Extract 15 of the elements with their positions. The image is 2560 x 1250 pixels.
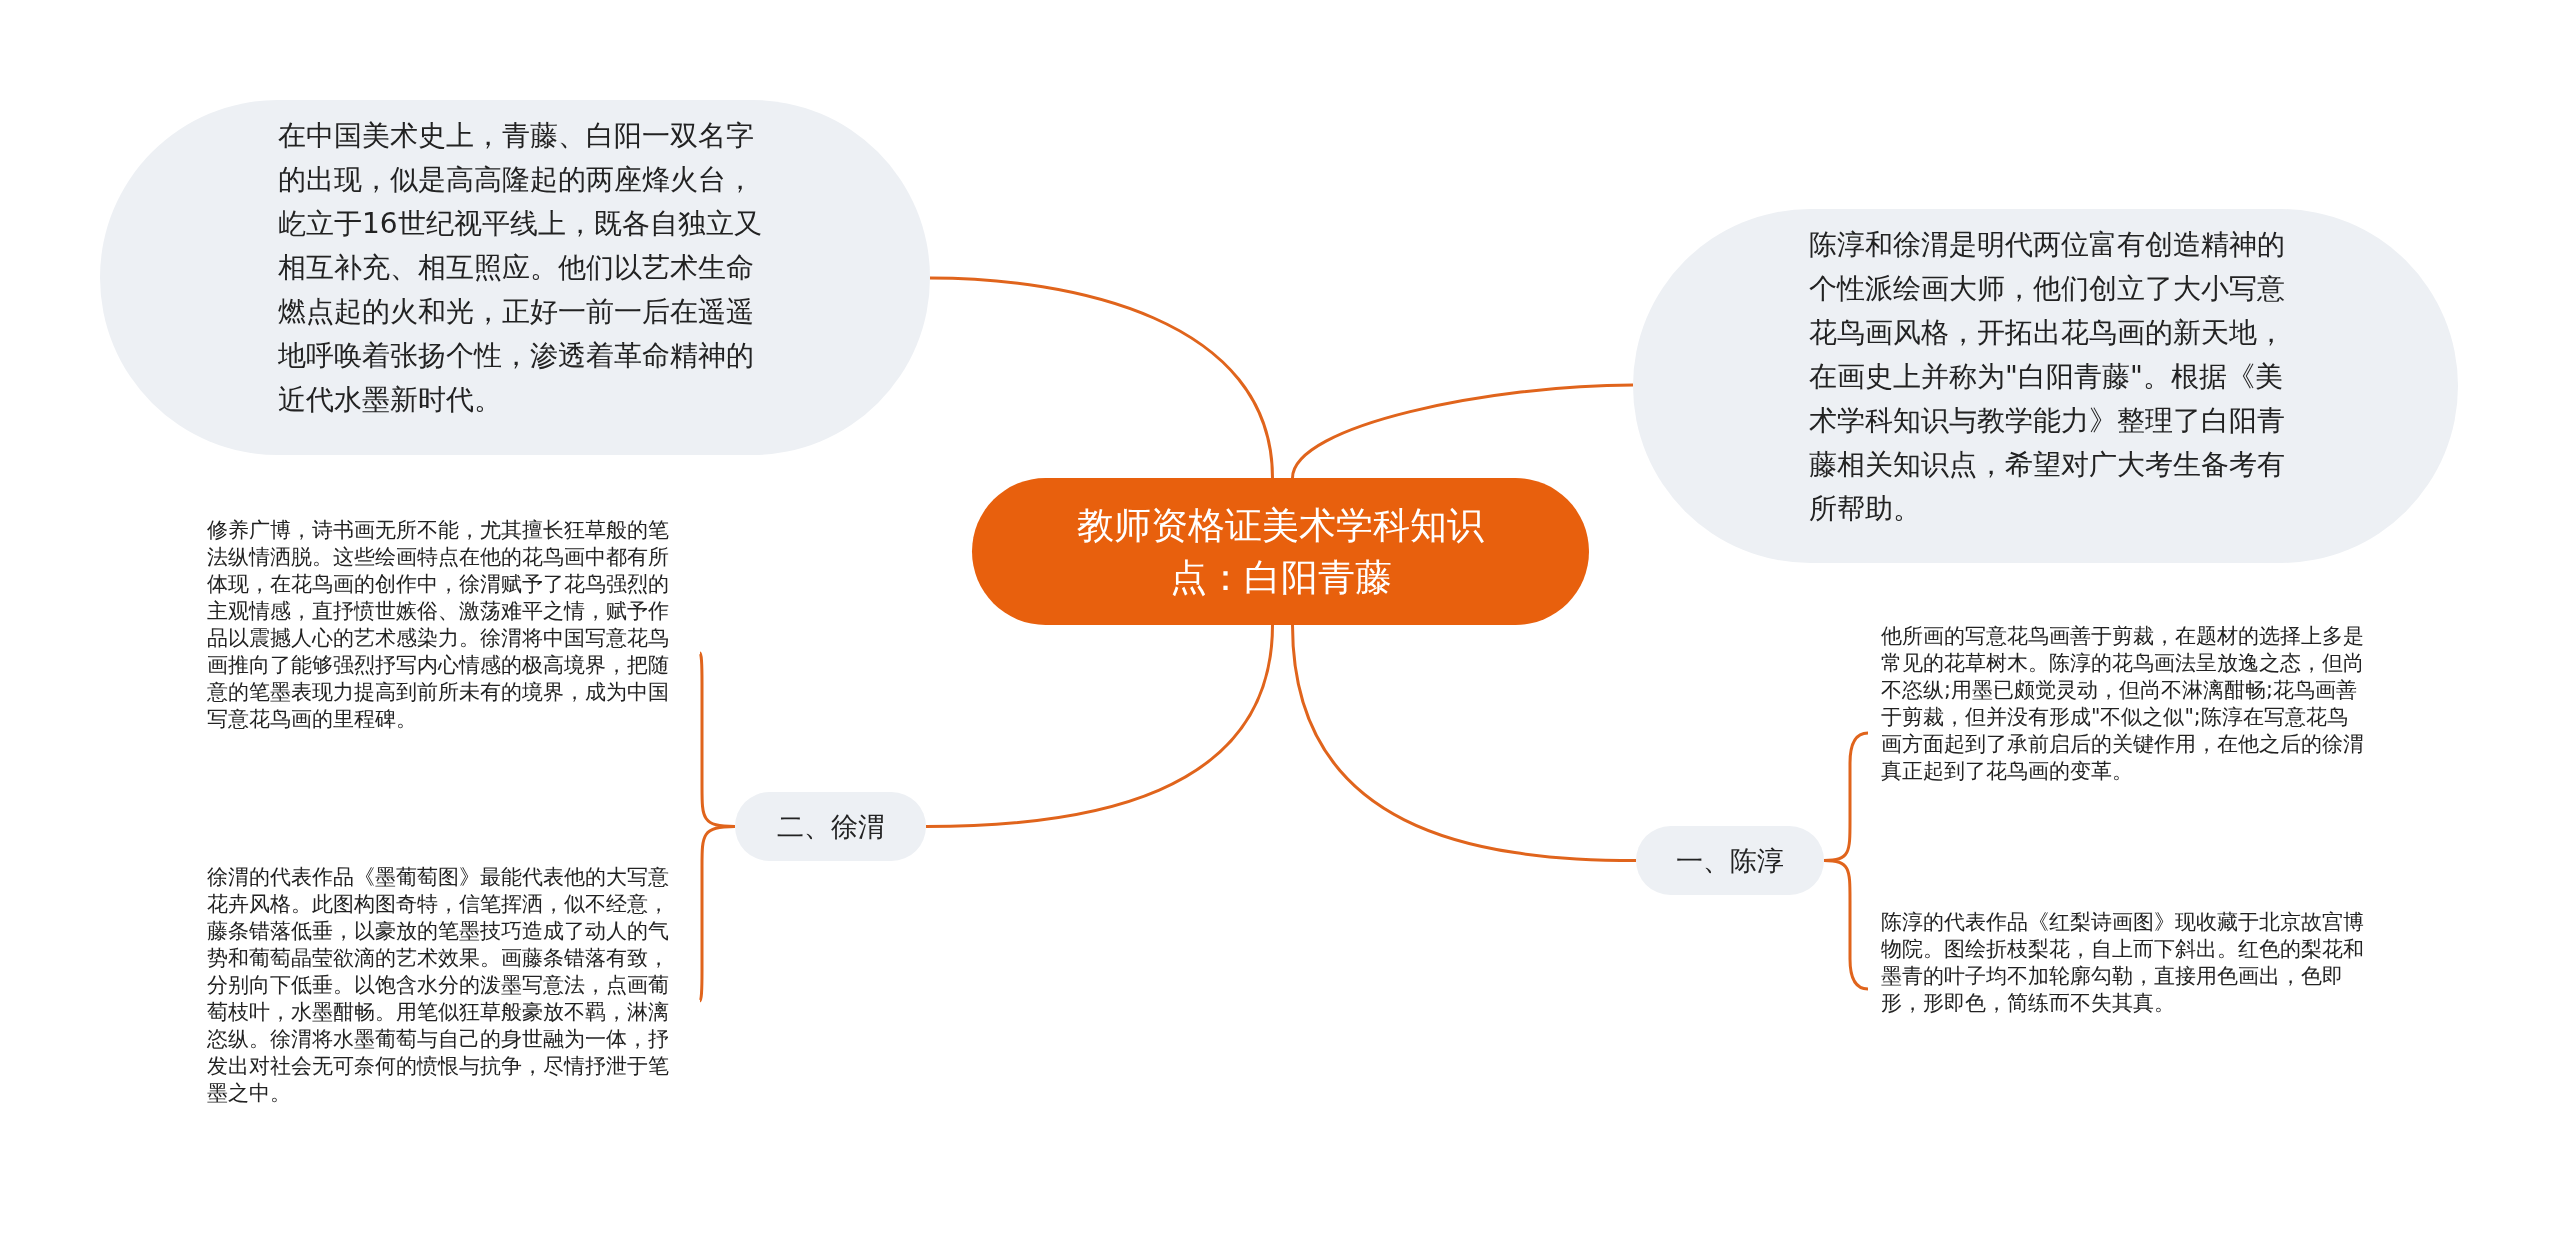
connector-line bbox=[925, 624, 1274, 828]
note-text: 他所画的写意花鸟画善于剪裁，在题材的选择上多是常见的花草树木。陈淳的花鸟画法呈放逸之态，但尚不恣纵;用墨已颇觉灵动，但尚不淋漓酣畅;花鸟画善于剪裁，但并没有形成"不似之似";陈淳在写意花鸟画方面起到了承前启后的关键作用，在他之后的徐渭真正起到了花鸟画的变革。 bbox=[1868, 623, 2368, 843]
connector-line bbox=[1291, 624, 1637, 862]
branch-topic-box: 二、徐渭 bbox=[735, 792, 926, 861]
note-text: 修养广博，诗书画无所不能，尤其擅长狂草般的笔法纵情洒脱。这些绘画特点在他的花鸟画中都有所体现，在花鸟画的创作中，徐渭赋予了花鸟强烈的主观情感，直抒愤世嫉俗、激荡难平之情，赋予作品以震撼人心的艺术感染力。徐渭将中国写意花鸟画推向了能够强烈抒写内心情感的极高境界，把随意的笔墨表现力提高到前所未有的境界，成为中国写意花鸟画的里程碑。 bbox=[200, 517, 700, 789]
connector-line bbox=[1823, 859, 1869, 991]
connector-line bbox=[698, 825, 736, 1002]
branch-topic-box: 一、陈淳 bbox=[1636, 826, 1824, 895]
central-topic-box: 教师资格证美术学科知识点：白阳青藤 bbox=[972, 478, 1589, 625]
connector-line bbox=[1291, 383, 1634, 479]
intro-bubble: 在中国美术史上，青藤、白阳一双名字的出现，似是高高隆起的两座烽火台，屹立于16世纪视平线上，既各自独立又相互补充、相互照应。他们以艺术生命燃点起的火和光，正好一前一后在遥遥地呼唤着张扬个性，渗透着革命精神的近代水墨新时代。 bbox=[100, 100, 930, 455]
connector-line bbox=[929, 276, 1274, 479]
note-text: 徐渭的代表作品《墨葡萄图》最能代表他的大写意花卉风格。此图构图奇特，信笔挥洒，似不经意，藤条错落低垂，以豪放的笔墨技巧造成了动人的气势和葡萄晶莹欲滴的艺术效果。画藤条错落有致，分别向下低垂。以饱含水分的泼墨写意法，点画葡萄枝叶，水墨酣畅。用笔似狂草般豪放不羁，淋漓恣纵。徐渭将水墨葡萄与自己的身世融为一体，抒发出对社会无可奈何的愤恨与抗争，尽情抒泄于笔墨之中。 bbox=[200, 864, 700, 1138]
note-text: 陈淳的代表作品《红梨诗画图》现收藏于北京故宫博物院。图绘折枝梨花，自上而下斜出。红色的梨花和墨青的叶子均不加轮廓勾勒，直接用色画出，色即形，形即色，简练而不失其真。 bbox=[1868, 909, 2368, 1069]
summary-bubble: 陈淳和徐渭是明代两位富有创造精神的个性派绘画大师，他们创立了大小写意花鸟画风格，开拓出花鸟画的新天地，在画史上并称为"白阳青藤"。根据《美术学科知识与教学能力》整理了白阳青藤相关知识点，希望对广大考生备考有所帮助。 bbox=[1633, 209, 2458, 563]
